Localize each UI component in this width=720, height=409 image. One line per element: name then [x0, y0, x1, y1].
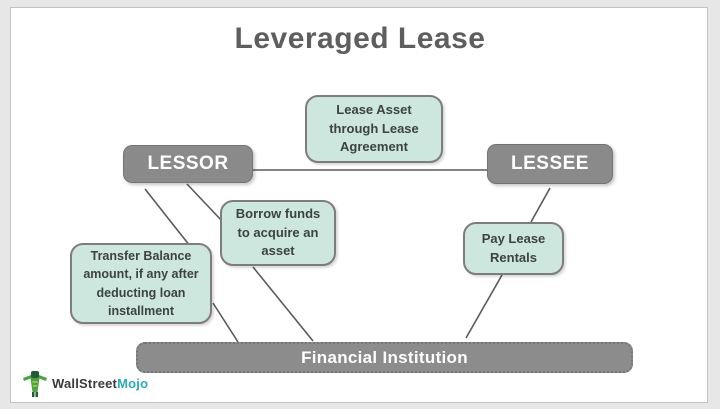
diagram-title: Leveraged Lease	[234, 22, 486, 55]
bull-mascot-icon	[23, 371, 47, 397]
lessee-label: LESSEE	[511, 153, 589, 174]
lease-agreement-label: Lease Asset through Lease Agreement	[329, 101, 419, 155]
lessee-node: LESSEE	[487, 144, 613, 184]
wallstreetmojo-logo: WallStreetMojo	[22, 366, 148, 400]
lessor-label: LESSOR	[147, 153, 229, 174]
borrow-funds-box: Borrow funds to acquire an asset	[220, 200, 336, 266]
lessor-node: LESSOR	[123, 145, 253, 183]
financial-institution-label: Financial Institution	[301, 347, 468, 367]
pay-lease-rentals-box: Pay Lease Rentals	[463, 222, 564, 275]
logo-text-wallstreet: WallStreet	[52, 375, 118, 391]
logo-wordmark: WallStreetMojo	[52, 376, 148, 391]
transfer-balance-label: Transfer Balance amount, if any after de…	[83, 249, 199, 318]
lease-agreement-box: Lease Asset through Lease Agreement	[305, 95, 443, 163]
diagram-card	[10, 7, 708, 403]
pay-lease-rentals-label: Pay Lease Rentals	[481, 230, 546, 265]
transfer-balance-box: Transfer Balance amount, if any after de…	[70, 243, 212, 324]
financial-institution-bar: Financial Institution	[136, 342, 633, 373]
borrow-funds-label: Borrow funds to acquire an asset	[235, 205, 321, 259]
logo-text-mojo: Mojo	[117, 375, 149, 391]
